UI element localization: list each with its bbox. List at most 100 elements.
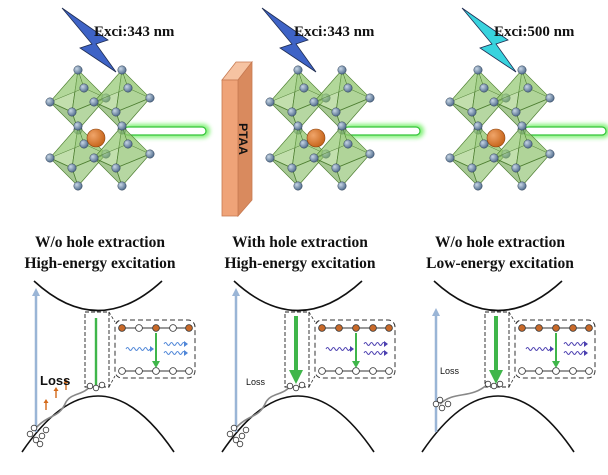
halide-atom bbox=[89, 153, 99, 163]
halide-atom bbox=[309, 97, 319, 107]
octahedron bbox=[93, 68, 151, 131]
halide-atom bbox=[145, 149, 155, 159]
halide-atom bbox=[343, 139, 353, 149]
halide-atom bbox=[89, 97, 99, 107]
halide-atom bbox=[473, 65, 483, 75]
halide-atom bbox=[111, 163, 121, 173]
halide-atom bbox=[45, 97, 55, 107]
panel-no-extraction-low-energy: Exci:500 nm W/o hole extraction Low-ener… bbox=[400, 0, 608, 475]
electron-dot bbox=[535, 324, 543, 332]
electron-dot bbox=[318, 324, 326, 332]
halide-atom bbox=[79, 139, 89, 149]
hole-site bbox=[185, 367, 193, 375]
halide-atom bbox=[293, 181, 303, 191]
phonon-wave bbox=[525, 347, 551, 351]
hole-symbol bbox=[496, 380, 504, 388]
condition-label: W/o hole extraction High-energy excitati… bbox=[0, 232, 200, 274]
lightning-icon bbox=[261, 7, 317, 73]
halide-atom bbox=[117, 121, 127, 131]
electron-dot bbox=[518, 324, 526, 332]
octahedron bbox=[493, 124, 551, 187]
hole-symbol bbox=[232, 436, 240, 444]
ptaa-label: PTAA bbox=[235, 123, 250, 155]
hole-symbol bbox=[490, 382, 498, 390]
conduction-band bbox=[233, 280, 363, 312]
halide-atom bbox=[73, 181, 83, 191]
condition-line-1: With hole extraction bbox=[232, 234, 368, 251]
hole-symbol bbox=[230, 424, 238, 432]
hole-site bbox=[369, 367, 377, 375]
conduction-band bbox=[433, 280, 563, 312]
halide-atom bbox=[337, 121, 347, 131]
emission-beam bbox=[523, 126, 607, 136]
hole-symbol bbox=[242, 426, 250, 434]
halide-atom bbox=[67, 163, 77, 173]
lightning-icon bbox=[461, 7, 517, 73]
hole-symbol bbox=[292, 384, 300, 392]
ptaa-slab bbox=[221, 79, 239, 217]
electron-dot bbox=[369, 324, 377, 332]
halide-atom bbox=[489, 97, 499, 107]
halide-atom bbox=[331, 107, 341, 117]
halide-atom bbox=[523, 139, 533, 149]
halide-atom bbox=[293, 121, 303, 131]
conduction-band bbox=[33, 280, 163, 312]
hole-symbol bbox=[438, 404, 446, 412]
octahedron bbox=[493, 68, 551, 131]
excitation-label: Exci:500 nm bbox=[494, 24, 575, 40]
hole-symbol bbox=[86, 382, 94, 390]
halide-atom bbox=[473, 181, 483, 191]
halide-atom bbox=[293, 65, 303, 75]
hole-symbol bbox=[42, 426, 50, 434]
hole-symbol bbox=[226, 430, 234, 438]
halide-atom bbox=[445, 153, 455, 163]
electron-dot bbox=[385, 324, 393, 332]
electron-dot bbox=[118, 324, 126, 332]
lightning-icon bbox=[61, 7, 117, 73]
halide-atom bbox=[467, 107, 477, 117]
halide-atom bbox=[511, 163, 521, 173]
halide-atom bbox=[479, 139, 489, 149]
condition-line-1: W/o hole extraction bbox=[434, 234, 565, 251]
condition-line-2: Low-energy excitation bbox=[426, 255, 574, 272]
octahedron bbox=[269, 124, 327, 187]
excitation-label: Exci:343 nm bbox=[294, 24, 375, 40]
halide-atom bbox=[331, 163, 341, 173]
hole-symbol bbox=[444, 400, 452, 408]
halide-atom bbox=[299, 139, 309, 149]
electron-dot bbox=[152, 324, 160, 332]
hole-symbol bbox=[238, 432, 246, 440]
halide-atom bbox=[123, 139, 133, 149]
halide-atom bbox=[79, 83, 89, 93]
relaxation-path bbox=[33, 383, 93, 431]
halide-atom bbox=[145, 93, 155, 103]
relaxation-path bbox=[233, 383, 293, 431]
hole-symbol bbox=[436, 396, 444, 404]
halide-atom bbox=[117, 181, 127, 191]
halide-atom bbox=[265, 153, 275, 163]
phonon-wave bbox=[125, 347, 151, 351]
halide-atom bbox=[299, 83, 309, 93]
halide-atom bbox=[45, 153, 55, 163]
recombination-arrowhead bbox=[289, 370, 303, 384]
hole-site bbox=[335, 367, 343, 375]
phonon-wave bbox=[363, 342, 386, 346]
halide-atom bbox=[467, 163, 477, 173]
halide-atom bbox=[343, 83, 353, 93]
halide-atom bbox=[309, 153, 319, 163]
electron-dot bbox=[569, 324, 577, 332]
electron-dot bbox=[352, 324, 360, 332]
panel-graphic bbox=[21, 7, 210, 453]
panel-graphic bbox=[421, 7, 608, 453]
electron-dot bbox=[185, 324, 193, 332]
hole-symbol bbox=[286, 382, 294, 390]
halide-atom bbox=[479, 83, 489, 93]
loss-label: Loss bbox=[440, 366, 460, 376]
hole-symbol bbox=[484, 380, 492, 388]
condition-line-2: High-energy excitation bbox=[24, 255, 176, 272]
recombination-arrowhead bbox=[489, 370, 503, 384]
halide-atom bbox=[473, 121, 483, 131]
hole-site bbox=[585, 367, 593, 375]
halide-atom bbox=[337, 181, 347, 191]
